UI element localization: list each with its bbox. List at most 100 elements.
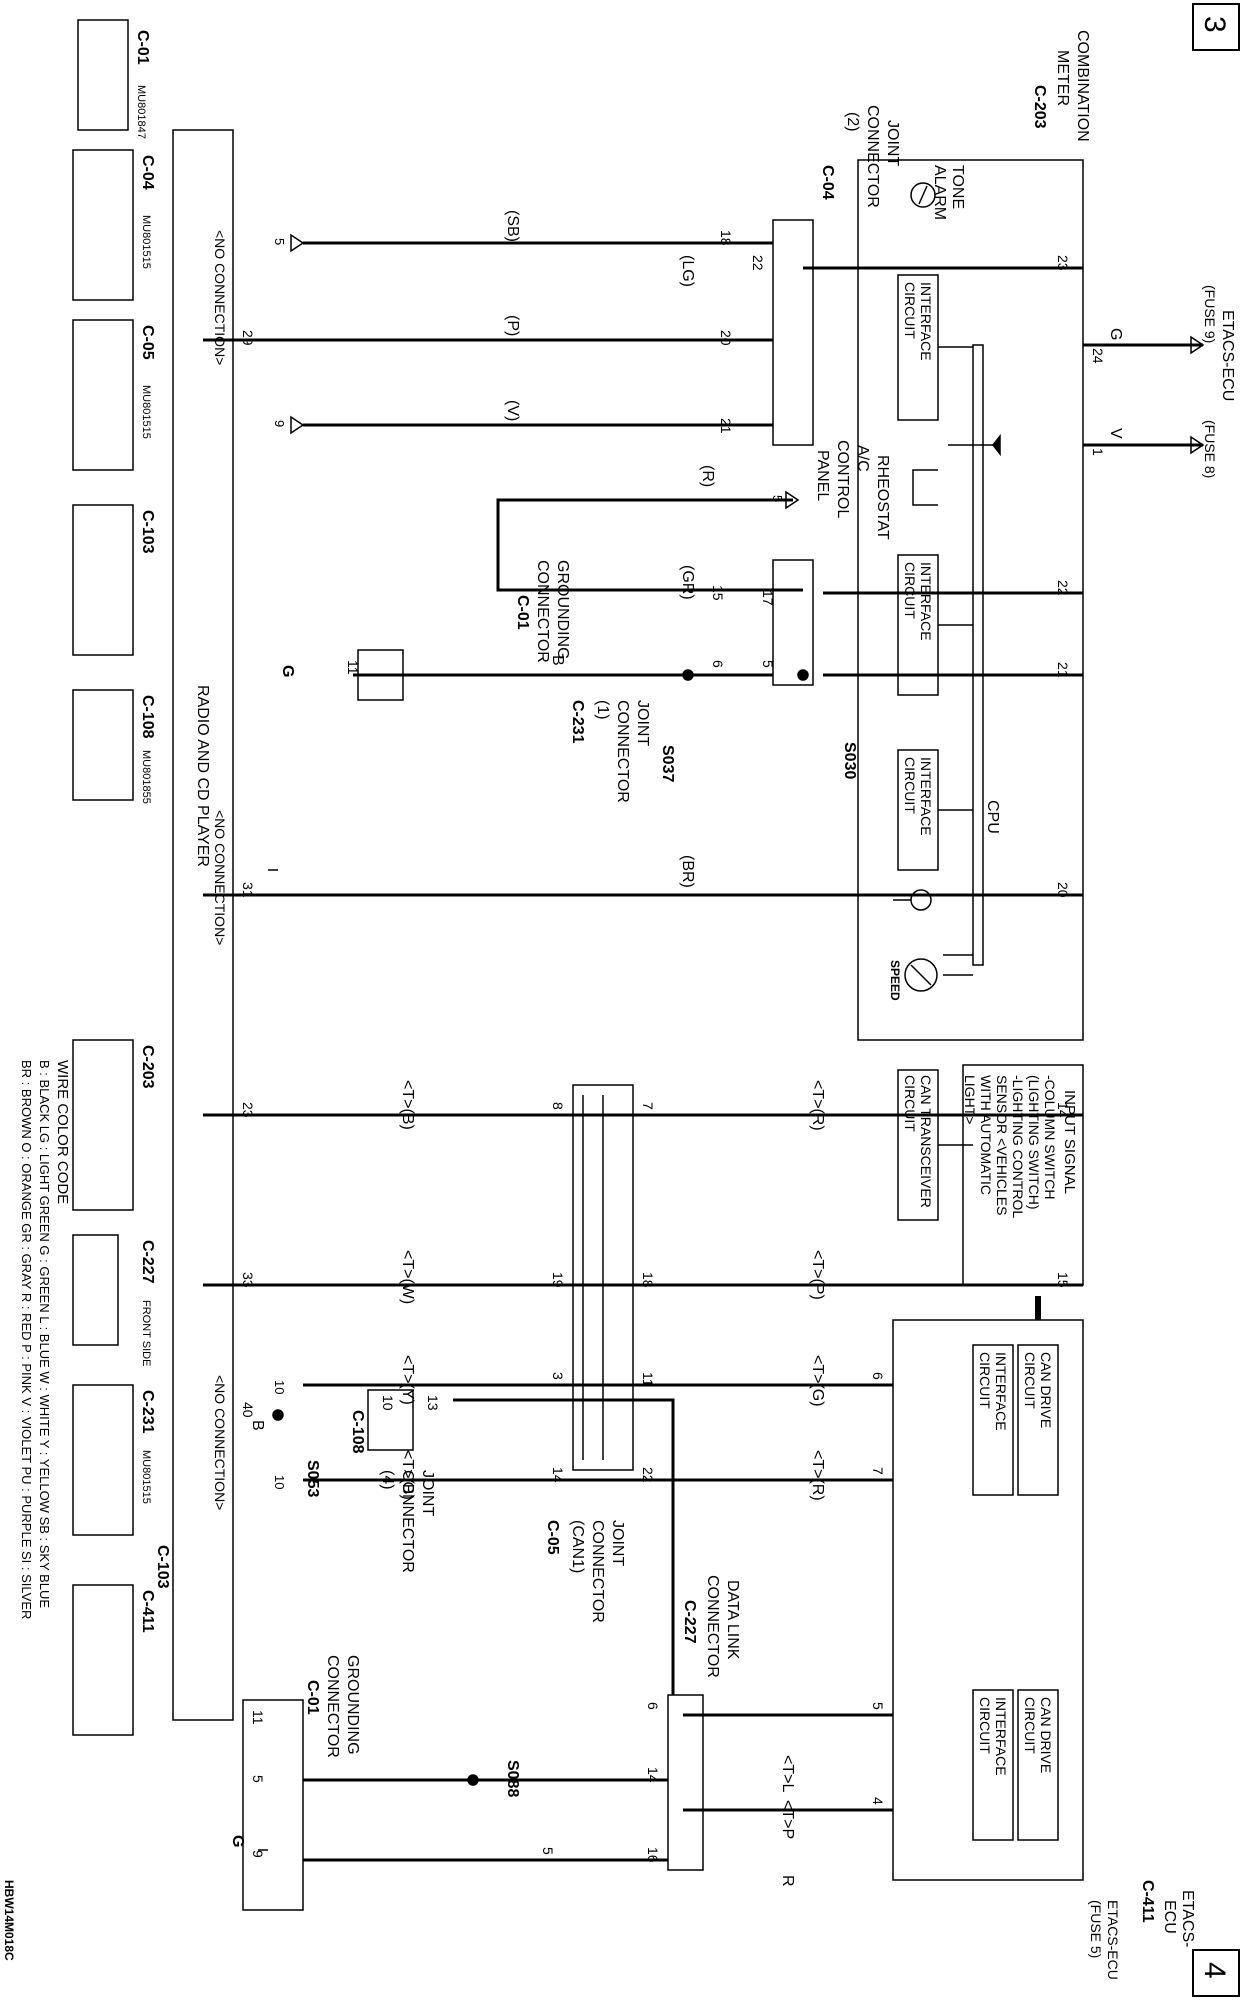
connector-face-c227 (72, 1234, 119, 1346)
dlc-code: C-227 (681, 1600, 698, 1644)
etacs-p4: 4 (870, 1797, 886, 1805)
tone-alarm-2: ALARM (931, 165, 948, 220)
page-number-right: 4 (1198, 1962, 1231, 1979)
interface-1-l2: CIRCUIT (902, 282, 918, 339)
interface-1-l1: INTERFACE (918, 282, 934, 361)
wire-p-label: (P) (504, 315, 521, 336)
radio-p40: 40 (240, 1402, 256, 1418)
connector-face-c203 (72, 1039, 134, 1211)
tone-alarm-1: TONE (949, 165, 966, 209)
meter-p21: 21 (1055, 662, 1071, 678)
ac-l2: CONTROL (834, 440, 851, 518)
wire-b-1: B (549, 655, 566, 666)
jc2-p21: 21 (718, 418, 734, 434)
radio-p33: 33 (240, 1272, 256, 1288)
conn-c231-code: C-231 (139, 1390, 156, 1434)
dlc-p5: 5 (540, 1847, 556, 1855)
jc1-l2: CONNECTOR (614, 700, 631, 803)
splice-s037 (682, 669, 694, 681)
pin-1: 1 (1090, 448, 1106, 456)
can-p18: 18 (640, 1272, 656, 1288)
jc1-p17: 17 (760, 590, 776, 606)
input-signal-line-2: (LIGHTING SWITCH) (1026, 1075, 1042, 1210)
conn-c227-part: FRONT SIDE (140, 1300, 152, 1366)
can-tag10-b: 10 (272, 1475, 287, 1489)
arrow-5-e (290, 233, 305, 253)
can-tg-label: <T>(G) (809, 1355, 826, 1407)
jc4-l1: JOINT (419, 1470, 436, 1516)
can-drive-circuit-box-2 (1017, 1689, 1059, 1841)
wire-v2-label: (V) (504, 400, 521, 421)
arrow-ac (785, 490, 800, 510)
s088-label: S088 (504, 1760, 521, 1797)
splice-s030 (797, 669, 809, 681)
connector-face-c108 (72, 689, 134, 801)
wire-code-title: WIRE COLOR CODE (54, 1060, 71, 1204)
gnd-right-l1: GROUNDING (344, 1655, 361, 1755)
radio-p31: 31 (240, 882, 256, 898)
conn-c108-code: C-108 (139, 695, 156, 739)
can-p7: 7 (640, 1102, 656, 1110)
connector-face-c01 (77, 19, 129, 131)
s037-label: S037 (659, 745, 676, 782)
gnd-p5: 5 (250, 1775, 266, 1783)
can-jc-l3: (CAN1) (569, 1520, 586, 1573)
jc4-l2: CONNECTOR (399, 1470, 416, 1573)
can-tb2-label: <T>(B) (399, 1450, 416, 1500)
gnd-l2: CONNECTOR (534, 560, 551, 663)
jc1-p11: 11 (345, 660, 361, 675)
meter-p22: 22 (1055, 580, 1071, 596)
dlc-fuse5: (FUSE 5) (1088, 1900, 1104, 1958)
etacs-int-1-l2: CIRCUIT (977, 1352, 993, 1409)
jc2-p18: 18 (718, 230, 734, 246)
interface-3-l2: CIRCUIT (902, 757, 918, 814)
jc4-code: C-108 (349, 1410, 366, 1454)
conn-c227-code: C-227 (139, 1240, 156, 1284)
fuse8-label: (FUSE 8) (1202, 420, 1218, 478)
can-p22: 22 (640, 1467, 656, 1483)
speed-label: SPEED (888, 960, 902, 1001)
wire-gr-label: (GR) (679, 565, 696, 600)
wire-code-line-2: BR : BROWN O : ORANGE GR : GRAY R : RED … (19, 1060, 34, 1619)
gnd-code: C-01 (514, 595, 531, 630)
joint-connector-2 (772, 219, 814, 446)
splice-s088 (467, 1774, 479, 1786)
interface-2-l2: CIRCUIT (902, 562, 918, 619)
etacs-ecu-box (892, 1319, 1084, 1881)
interface-circuit-box-4 (972, 1344, 1014, 1496)
connector-face-c05 (72, 319, 134, 471)
s053-label: S053 (304, 1460, 321, 1497)
ac-l1: A/C (854, 445, 871, 472)
conn-c203-code: C-203 (139, 1045, 156, 1089)
connector-face-c103 (72, 504, 134, 656)
jc1-p15: 15 (710, 585, 726, 601)
cpu-label: CPU (984, 800, 1001, 834)
conn-c04-code: C-04 (139, 155, 156, 190)
radio-p29: 29 (240, 330, 256, 346)
meter-p15: 15 (1055, 1272, 1071, 1288)
can-tw-label: <T>(W) (399, 1250, 416, 1304)
fuse9-label: (FUSE 9) (1202, 285, 1218, 343)
input-signal-line-1: -COLUMN SWITCH (1042, 1075, 1058, 1199)
gnd-l1: GROUNDING (554, 560, 571, 660)
conn-c108-part: MU801855 (140, 750, 152, 804)
fuse8-arrow (1190, 435, 1205, 455)
dlc-r: R (779, 1875, 796, 1887)
conn-c411-code: C-411 (139, 1590, 156, 1633)
wire-code-line-1: B : BLACK LG : LIGHT GREEN G : GREEN L :… (37, 1060, 52, 1608)
input-signal-box (962, 1064, 1084, 1286)
wire-r-label: (R) (699, 465, 716, 487)
wire-g-label: G (1107, 328, 1124, 340)
radio-title: RADIO AND CD PLAYER (194, 685, 211, 867)
gnd-right-l2: CONNECTOR (324, 1655, 341, 1758)
rheostat-icon (912, 469, 938, 506)
can-transceiver-l1: CAN TRANSCEIVER (918, 1075, 934, 1208)
jc4-p13: 13 (425, 1395, 441, 1411)
etacs-int-1-l1: INTERFACE (993, 1352, 1009, 1431)
jc1-l3: (1) (594, 700, 611, 720)
connector-face-c04 (72, 149, 134, 301)
radio-cd-player-box (172, 129, 234, 1721)
input-signal-line-3: -LIGHTING CONTROL (1010, 1075, 1026, 1218)
jc1-code: C-231 (569, 700, 586, 744)
